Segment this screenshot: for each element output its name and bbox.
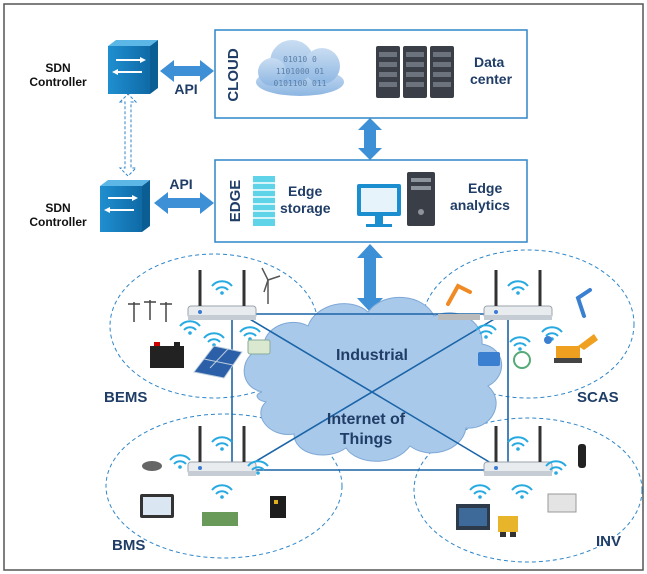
controller-board-icon: [202, 512, 238, 526]
iiot-line-2: Internet of: [327, 411, 406, 428]
analytics-icon: [513, 351, 531, 369]
router-bms-icon: [186, 424, 258, 478]
sdn-controller-bottom: [100, 180, 150, 232]
sdn-controller-top: [108, 40, 158, 94]
cloud-tier: CLOUD 01010 0 1101000 01 0101100 011 Dat…: [214, 29, 528, 119]
binary-line-2: 1101000 01: [276, 67, 324, 76]
rfid-reader-icon: [547, 493, 577, 513]
cloud-tag: CLOUD: [225, 48, 242, 101]
api-arrow-top: [160, 60, 214, 82]
cloud-storage-icon: 01010 0 1101000 01 0101100 011: [256, 40, 344, 96]
iiot-cloud: [243, 297, 503, 462]
binary-line-3: 0101100 011: [274, 79, 327, 88]
network-links: [222, 313, 518, 471]
heat-pump-icon: [247, 339, 271, 355]
router-bems-icon: [186, 268, 258, 322]
battery-icon: [150, 342, 184, 368]
conveyor-icon: [438, 314, 480, 320]
iiot-line-1: Industrial: [336, 347, 408, 364]
edge-storage-icon: [253, 176, 275, 226]
inventory-monitor-icon: [456, 504, 490, 530]
bms-label: BMS: [112, 537, 145, 554]
controller-sync-arrow: [118, 93, 138, 177]
bems-label: BEMS: [104, 389, 147, 406]
binary-line-1: 01010 0: [283, 55, 317, 64]
bems-devices: [128, 267, 281, 379]
wind-turbine-icon: [261, 267, 281, 304]
forklift-icon: [498, 516, 518, 537]
sensor-icon: [142, 461, 162, 471]
api-arrow-bottom: [154, 192, 214, 214]
router-scas-icon: [482, 268, 554, 322]
bms-devices: [140, 461, 286, 526]
robot-arm-icon-2: [575, 288, 592, 318]
outer-frame: [3, 3, 644, 571]
solar-panel-icon: [193, 345, 243, 379]
iiot-line-3: Things: [340, 431, 393, 448]
workers-icon: [478, 352, 500, 366]
computer-icon: [357, 172, 435, 227]
tablet-icon: [140, 494, 174, 518]
handheld-scanner-icon: [578, 444, 586, 468]
excavator-icon: [554, 334, 598, 363]
power-pole-icon: [128, 300, 172, 322]
api-label-top: API: [174, 81, 197, 97]
edge-network-arrow: [357, 244, 383, 312]
thermostat-icon: [270, 496, 286, 518]
router-inv-icon: [482, 424, 554, 478]
scas-cluster: [421, 249, 635, 399]
scas-label: SCAS: [577, 389, 619, 406]
edge-tag: EDGE: [227, 180, 244, 223]
inv-label: INV: [596, 533, 621, 550]
inv-devices: [456, 444, 586, 537]
cloud-edge-arrow: [358, 118, 382, 160]
inv-cluster: [413, 417, 643, 563]
scas-devices: [438, 283, 598, 369]
api-label-bottom: API: [169, 176, 192, 192]
server-rack-icon: [376, 46, 454, 98]
location-pin-icon: [544, 336, 552, 344]
robot-arm-icon: [446, 283, 472, 306]
bms-cluster: [105, 413, 343, 559]
